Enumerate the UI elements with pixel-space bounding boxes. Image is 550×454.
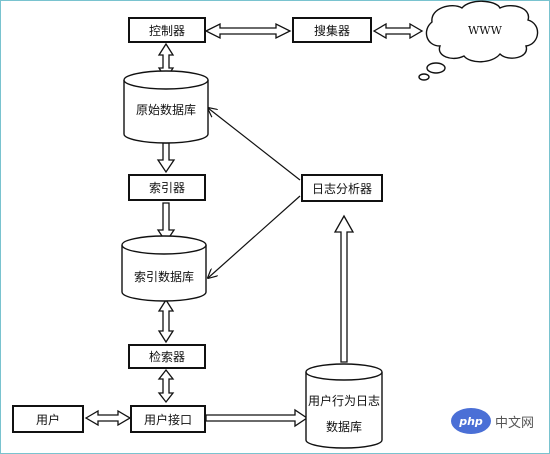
log-analyzer-node: 日志分析器 bbox=[301, 174, 383, 202]
index-db-cylinder bbox=[121, 235, 207, 302]
arrow-controller-collector bbox=[204, 22, 292, 40]
indexer-node: 索引器 bbox=[128, 174, 206, 201]
www-label: WWW bbox=[468, 24, 502, 37]
collector-label: 搜集器 bbox=[313, 23, 350, 38]
watermark-text: 中文网 bbox=[495, 415, 535, 431]
arrow-loganalyzer-indexdb bbox=[208, 195, 301, 278]
user-interface-label: 用户接口 bbox=[143, 412, 192, 427]
collector-node: 搜集器 bbox=[292, 17, 372, 43]
user-node: 用户 bbox=[12, 405, 84, 433]
arrow-loganalyzer-rawdb bbox=[208, 108, 301, 181]
arrow-interface-behaviordb bbox=[205, 408, 309, 428]
raw-db-cylinder bbox=[123, 70, 209, 144]
arrow-rawdb-indexer bbox=[156, 142, 176, 174]
controller-label: 控制器 bbox=[148, 23, 185, 38]
cylinders bbox=[121, 70, 383, 449]
arrow-behaviordb-loganalyzer bbox=[333, 214, 355, 363]
controller-node: 控制器 bbox=[128, 17, 206, 43]
retriever-label: 检索器 bbox=[148, 350, 185, 364]
retriever-node: 检索器 bbox=[128, 344, 206, 369]
user-behavior-db-label-line2: 数据库 bbox=[325, 420, 362, 434]
double-arrows bbox=[84, 22, 424, 427]
user-label: 用户 bbox=[35, 412, 60, 427]
raw-db-label: 原始数据库 bbox=[135, 103, 196, 117]
arrow-collector-www bbox=[372, 22, 424, 40]
user-behavior-db-cylinder bbox=[305, 363, 383, 449]
watermark: php 中文网 bbox=[451, 404, 547, 438]
index-db-label: 索引数据库 bbox=[133, 270, 194, 284]
user-behavior-db-label-line1: 用户行为日志 bbox=[307, 394, 380, 408]
log-analyzer-label: 日志分析器 bbox=[311, 181, 372, 196]
indexer-label: 索引器 bbox=[148, 181, 185, 195]
arrow-retriever-interface bbox=[157, 368, 175, 404]
arrow-user-interface bbox=[84, 409, 132, 427]
single-arrows bbox=[156, 142, 355, 428]
cloud-icon bbox=[425, 0, 539, 63]
user-interface-node: 用户接口 bbox=[130, 405, 206, 433]
arrow-indexdb-retriever bbox=[157, 298, 175, 344]
www-cloud bbox=[418, 0, 539, 81]
thin-arrows bbox=[208, 108, 301, 278]
php-logo: php bbox=[451, 408, 491, 434]
